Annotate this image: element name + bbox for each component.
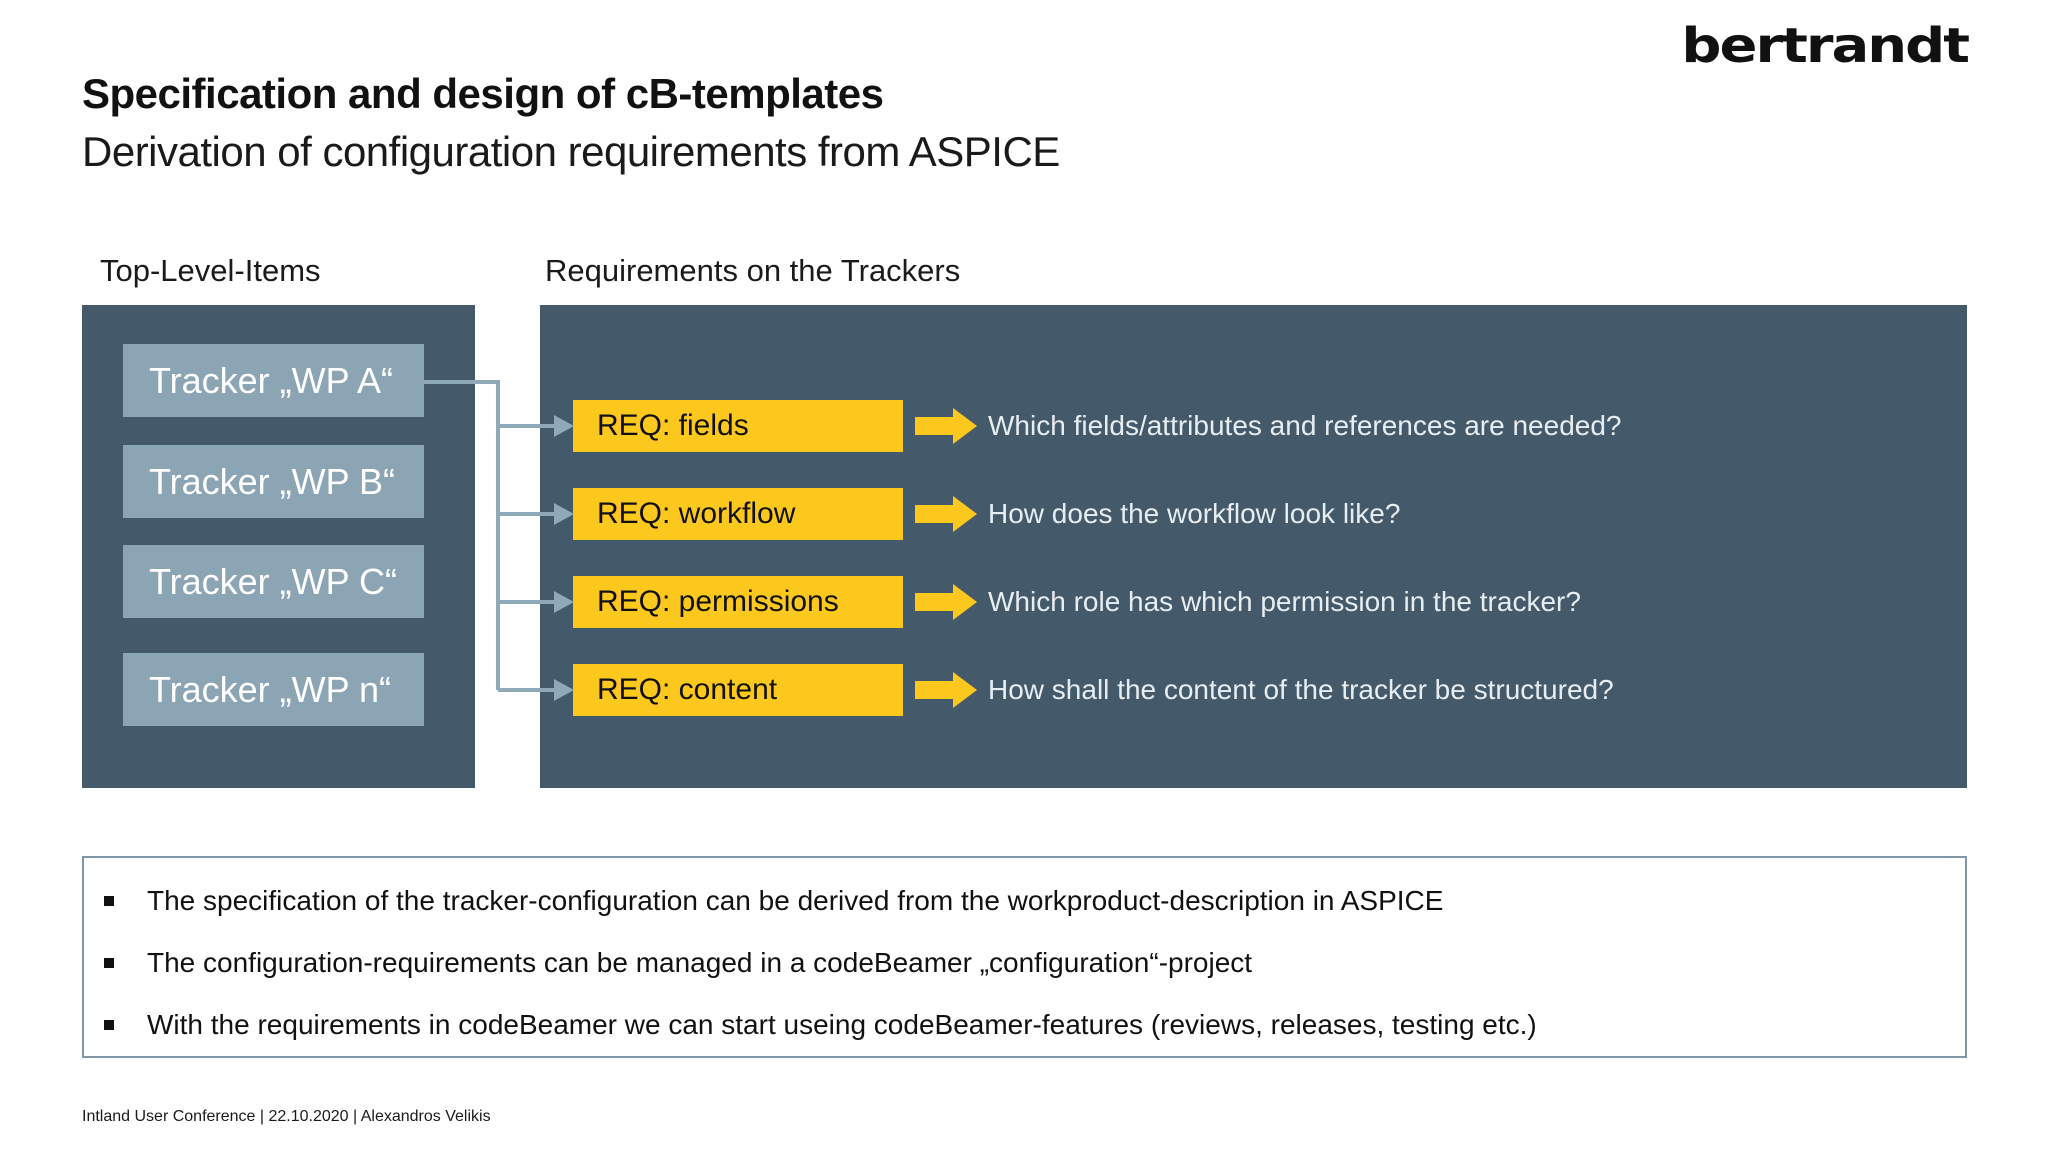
requirement-row: REQ: workflow How does the workflow look… [540,488,1967,540]
top-level-items-heading: Top-Level-Items [100,253,321,288]
footer-text: Intland User Conference | 22.10.2020 | A… [82,1108,491,1125]
req-fields-question: Which fields/attributes and references a… [988,410,1622,441]
tracker-wp-c-box: Tracker „WP C“ [123,545,424,618]
req-permissions-box: REQ: permissions [573,576,903,628]
requirements-panel: REQ: fields Which fields/attributes and … [540,305,1967,788]
yellow-arrow-icon [915,496,977,532]
requirement-row: REQ: permissions Which role has which pe… [540,576,1967,628]
requirement-row: REQ: content How shall the content of th… [540,664,1967,716]
list-item: The specification of the tracker-configu… [84,882,1965,920]
req-fields-box: REQ: fields [573,400,903,452]
bullet-square-icon [104,896,114,906]
yellow-arrow-icon [915,584,977,620]
yellow-arrow-icon [915,408,977,444]
requirements-heading: Requirements on the Trackers [545,253,961,288]
top-level-items-panel: Tracker „WP A“ Tracker „WP B“ Tracker „W… [82,305,475,788]
list-item: The configuration-requirements can be ma… [84,944,1965,982]
req-content-box: REQ: content [573,664,903,716]
bullet-square-icon [104,958,114,968]
bullet-square-icon [104,1020,114,1030]
tracker-wp-a-box: Tracker „WP A“ [123,344,424,417]
summary-text: The specification of the tracker-configu… [147,885,1444,916]
summary-text: With the requirements in codeBeamer we c… [147,1009,1537,1040]
list-item: With the requirements in codeBeamer we c… [84,1006,1965,1044]
slide-subtitle: Derivation of configuration requirements… [82,128,1060,175]
summary-text: The configuration-requirements can be ma… [147,947,1253,978]
summary-box: The specification of the tracker-configu… [82,856,1967,1058]
req-workflow-box: REQ: workflow [573,488,903,540]
req-content-question: How shall the content of the tracker be … [988,674,1614,705]
tracker-wp-n-box: Tracker „WP n“ [123,653,424,726]
yellow-arrow-icon [915,672,977,708]
summary-list: The specification of the tracker-configu… [84,882,1965,1044]
req-workflow-question: How does the workflow look like? [988,498,1401,529]
req-permissions-question: Which role has which permission in the t… [988,586,1581,617]
tracker-wp-b-box: Tracker „WP B“ [123,445,424,518]
slide-title: Specification and design of cB-templates [82,70,884,117]
requirement-row: REQ: fields Which fields/attributes and … [540,400,1967,452]
bertrandt-logo: bertrandt [1681,18,1970,74]
